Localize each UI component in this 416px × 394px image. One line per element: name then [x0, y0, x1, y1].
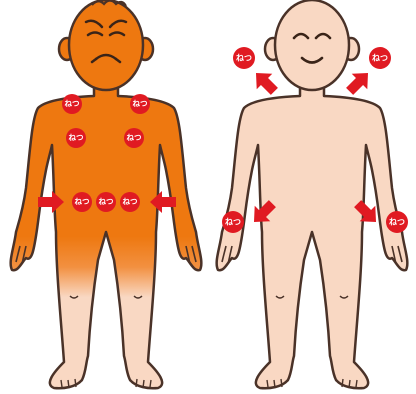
hand-lines	[16, 246, 196, 264]
heat-badge: ねつ	[72, 192, 92, 212]
heat-badge: ねつ	[62, 94, 82, 114]
heat-badge-label: ねつ	[133, 99, 148, 108]
heat-badge-label: ねつ	[225, 218, 241, 227]
heat-badge: ねつ	[66, 128, 86, 148]
heat-badge-label: ねつ	[99, 197, 114, 206]
heat-badge-label: ねつ	[123, 197, 138, 206]
heat-badge-label: ねつ	[127, 133, 142, 142]
heat-badge: ねつ	[120, 192, 140, 212]
heat-badge: ねつ	[222, 211, 244, 233]
outward-arrow	[342, 65, 376, 99]
heat-badge-label: ねつ	[75, 197, 90, 206]
heat-badge-label: ねつ	[372, 54, 388, 63]
cooling-body	[217, 85, 408, 388]
heat-badge-label: ねつ	[65, 99, 80, 108]
hand-lines	[222, 246, 402, 264]
overheated-head	[69, 0, 143, 90]
heat-badge-label: ねつ	[69, 133, 84, 142]
heat-badge: ねつ	[233, 47, 255, 69]
outward-arrow	[248, 65, 282, 99]
heat-badge: ねつ	[386, 211, 408, 233]
heat-badge: ねつ	[130, 94, 150, 114]
heat-badge-label: ねつ	[236, 54, 252, 63]
cooling-head	[275, 0, 349, 90]
heat-badge: ねつ	[96, 192, 116, 212]
overheated-body	[11, 85, 202, 388]
heat-badge-label: ねつ	[389, 218, 405, 227]
heat-badge: ねつ	[369, 47, 391, 69]
heat-badge: ねつ	[124, 128, 144, 148]
